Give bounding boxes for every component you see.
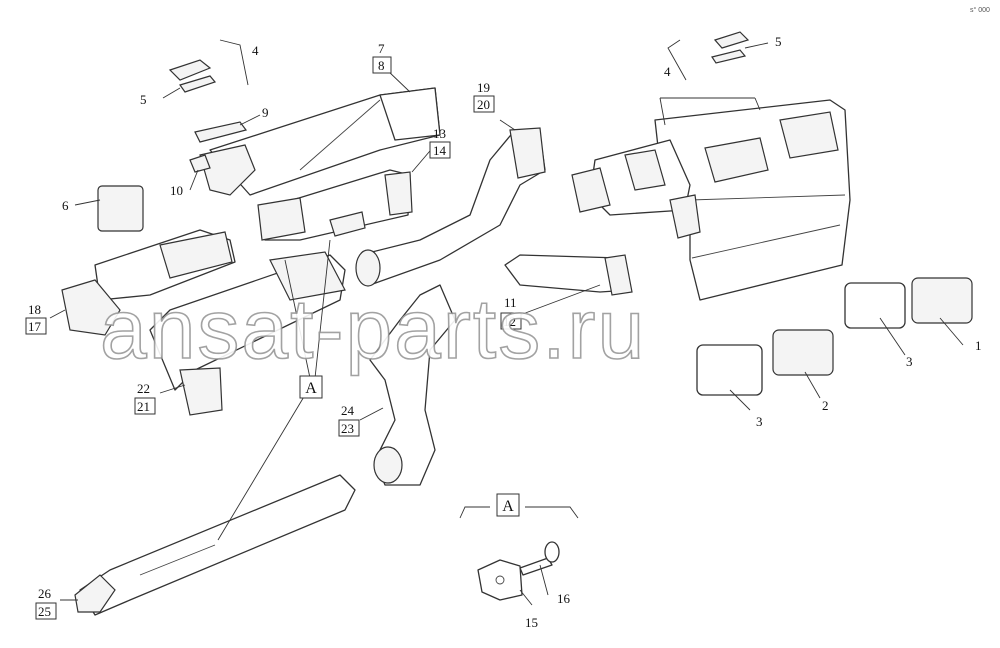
callout-3-left: 3 (756, 414, 763, 429)
callout-23: 23 (341, 421, 354, 436)
callout-18: 18 (28, 302, 41, 317)
upper-duct-7-8 (199, 87, 441, 196)
callout-20: 20 (477, 97, 490, 112)
leader-lines (49, 39, 964, 606)
callout-21: 21 (137, 399, 150, 414)
callout-5-left: 5 (140, 92, 147, 107)
vent-grilles (97, 185, 973, 396)
detail-view-label: A (502, 498, 514, 515)
callout-23-box (338, 419, 360, 437)
callout-21-box (134, 397, 156, 415)
callout-12-box (500, 312, 522, 330)
detail-view-label-box (496, 493, 520, 517)
hose-19-20 (355, 127, 546, 287)
callout-14-box (429, 141, 451, 159)
callout-11: 11 (504, 295, 517, 310)
duct-11-12 (504, 254, 633, 296)
callout-6: 6 (62, 198, 69, 213)
callout-13: 13 (433, 126, 446, 141)
callout-22: 22 (137, 381, 150, 396)
callout-25-box (35, 602, 57, 620)
callout-9: 9 (262, 105, 269, 120)
detail-marker-label: A (305, 380, 317, 397)
callout-2: 2 (822, 398, 829, 413)
callout-12: 12 (503, 314, 516, 329)
middle-duct-13-14 (257, 169, 413, 241)
callout-17-box (25, 317, 47, 335)
callout-17: 17 (28, 319, 42, 334)
dashboard-panel (571, 99, 851, 301)
callout-numbers: 1 2 3 3 4 4 5 5 6 7 8 9 10 11 12 13 14 1… (25, 34, 982, 630)
detail-marker-box (299, 375, 323, 399)
callout-8-box (372, 56, 392, 74)
left-duct-assembly (61, 229, 346, 416)
callout-4-right: 4 (664, 64, 671, 79)
watermark: ansat-parts.ru (100, 282, 646, 376)
clips-5-9-10 (168, 31, 750, 173)
callout-15: 15 (525, 615, 538, 630)
callout-5-right: 5 (775, 34, 782, 49)
callout-24: 24 (341, 403, 355, 418)
callout-20-box (473, 95, 495, 113)
callout-1: 1 (975, 338, 982, 353)
floor-duct-25-26 (74, 284, 456, 616)
corner-reference: s° 000 (970, 6, 990, 14)
callout-16: 16 (557, 591, 571, 606)
callout-10: 10 (170, 183, 183, 198)
callout-8: 8 (378, 58, 385, 73)
callout-4-left: 4 (252, 43, 259, 58)
detail-view-a: A (459, 493, 579, 601)
callout-19: 19 (477, 80, 490, 95)
callout-3-right: 3 (906, 354, 913, 369)
callout-7: 7 (378, 41, 385, 56)
callout-14: 14 (433, 143, 447, 158)
callout-25: 25 (38, 604, 51, 619)
callout-26: 26 (38, 586, 52, 601)
